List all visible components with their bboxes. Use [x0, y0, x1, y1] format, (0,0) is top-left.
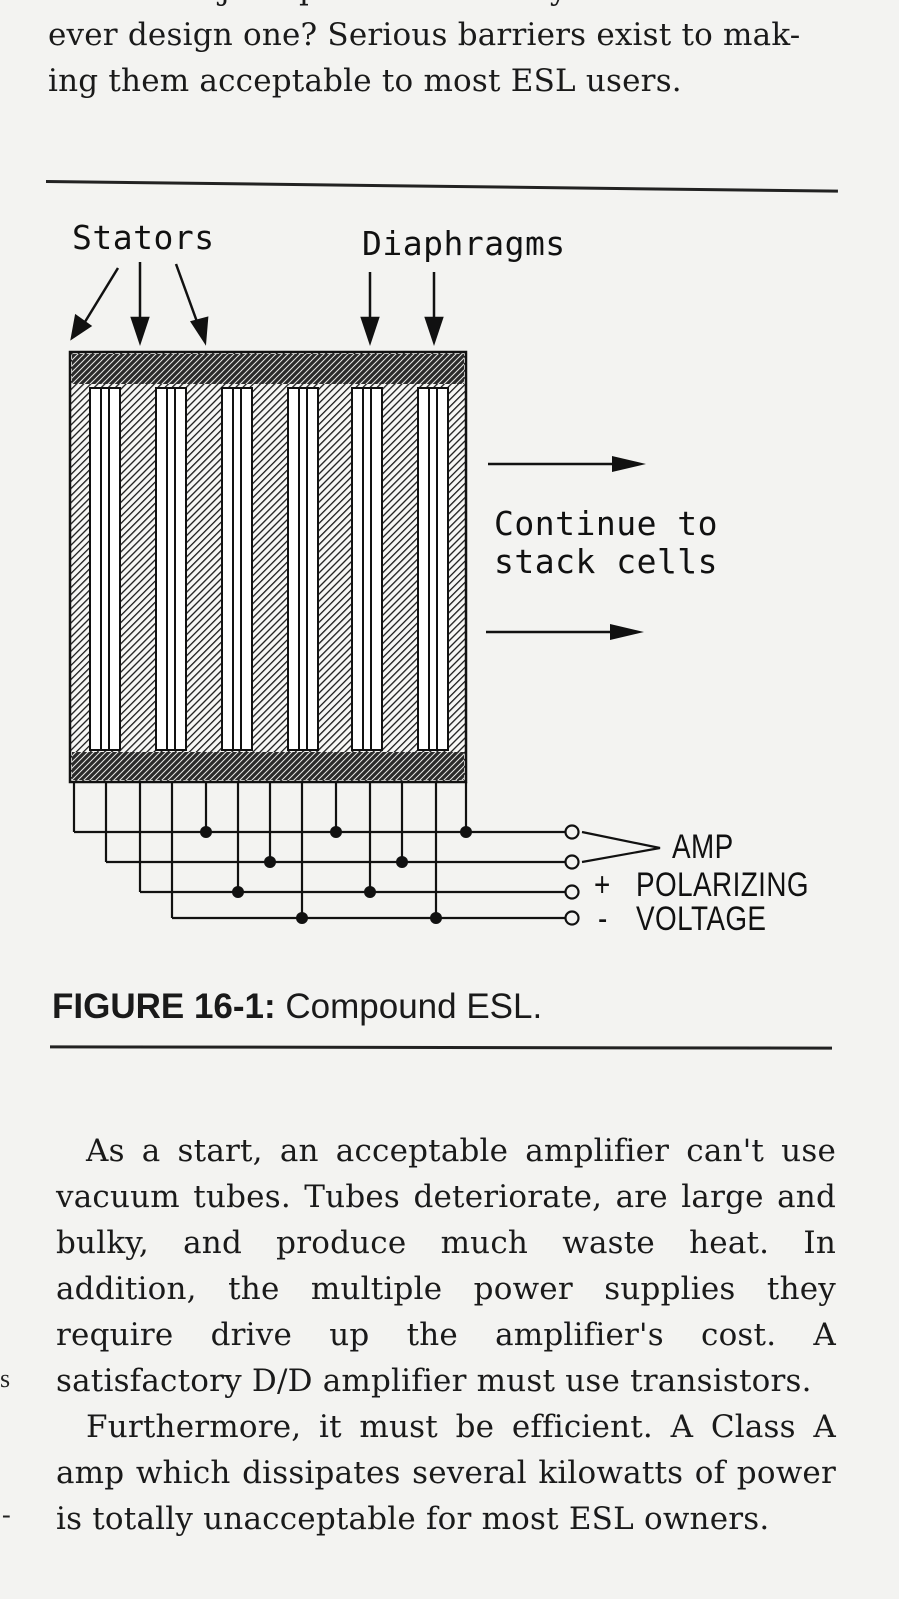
terminal-label-voltage: VOLTAGE [636, 900, 767, 938]
stack-frame [68, 350, 468, 784]
cell-slot-6 [417, 387, 449, 751]
terminal-label-plus: + [594, 866, 611, 904]
paragraph-amplifier-tubes: As a start, an acceptable amplifier can'… [56, 1133, 836, 1399]
esl-stack [68, 350, 468, 784]
cell-slot-5 [351, 387, 383, 751]
continue-arrows [486, 456, 646, 640]
label-arrows [70, 262, 444, 346]
figure-title: Compound ESL. [275, 987, 543, 1026]
intro-line-cut: ible to the junk pile. But will anyone [48, 0, 848, 12]
intro-paragraph: ible to the junk pile. But will anyone e… [48, 0, 848, 104]
stack-top-band [72, 354, 464, 384]
stack-bottom-band [72, 752, 464, 780]
figure-bottom-rule [49, 1045, 833, 1050]
junction-dots [200, 826, 472, 924]
figure-number: FIGURE 16-1: [52, 987, 276, 1026]
margin-mark-s: s [0, 1364, 11, 1393]
terminal-label-minus: - [598, 900, 608, 938]
compound-esl-diagram [68, 262, 661, 926]
label-continue-line-2: stack cells [494, 542, 719, 581]
figure-caption: FIGURE 16-1: Compound ESL. [52, 982, 542, 1032]
cell-slot-4 [287, 387, 319, 751]
intro-line-3: ing them acceptable to most ESL users. [48, 63, 682, 99]
cell-slot-3 [221, 387, 253, 751]
margin-mark-dash: - [2, 1500, 11, 1529]
cell-slot-1 [89, 387, 121, 751]
cell-slot-2 [155, 387, 187, 751]
wiring [72, 782, 661, 920]
paragraph-efficiency: Furthermore, it must be efficient. A Cla… [56, 1409, 836, 1537]
label-stators: Stators [72, 218, 215, 257]
terminals [564, 824, 580, 926]
body-text: As a start, an acceptable amplifier can'… [56, 1128, 836, 1542]
terminal-label-amp: AMP [672, 828, 734, 866]
terminal-label-polarizing: POLARIZING [636, 866, 809, 904]
label-continue-line-1: Continue to [494, 504, 719, 543]
label-diaphragms: Diaphragms [362, 224, 566, 263]
intro-line-2: ever design one? Serious barriers exist … [48, 17, 801, 53]
